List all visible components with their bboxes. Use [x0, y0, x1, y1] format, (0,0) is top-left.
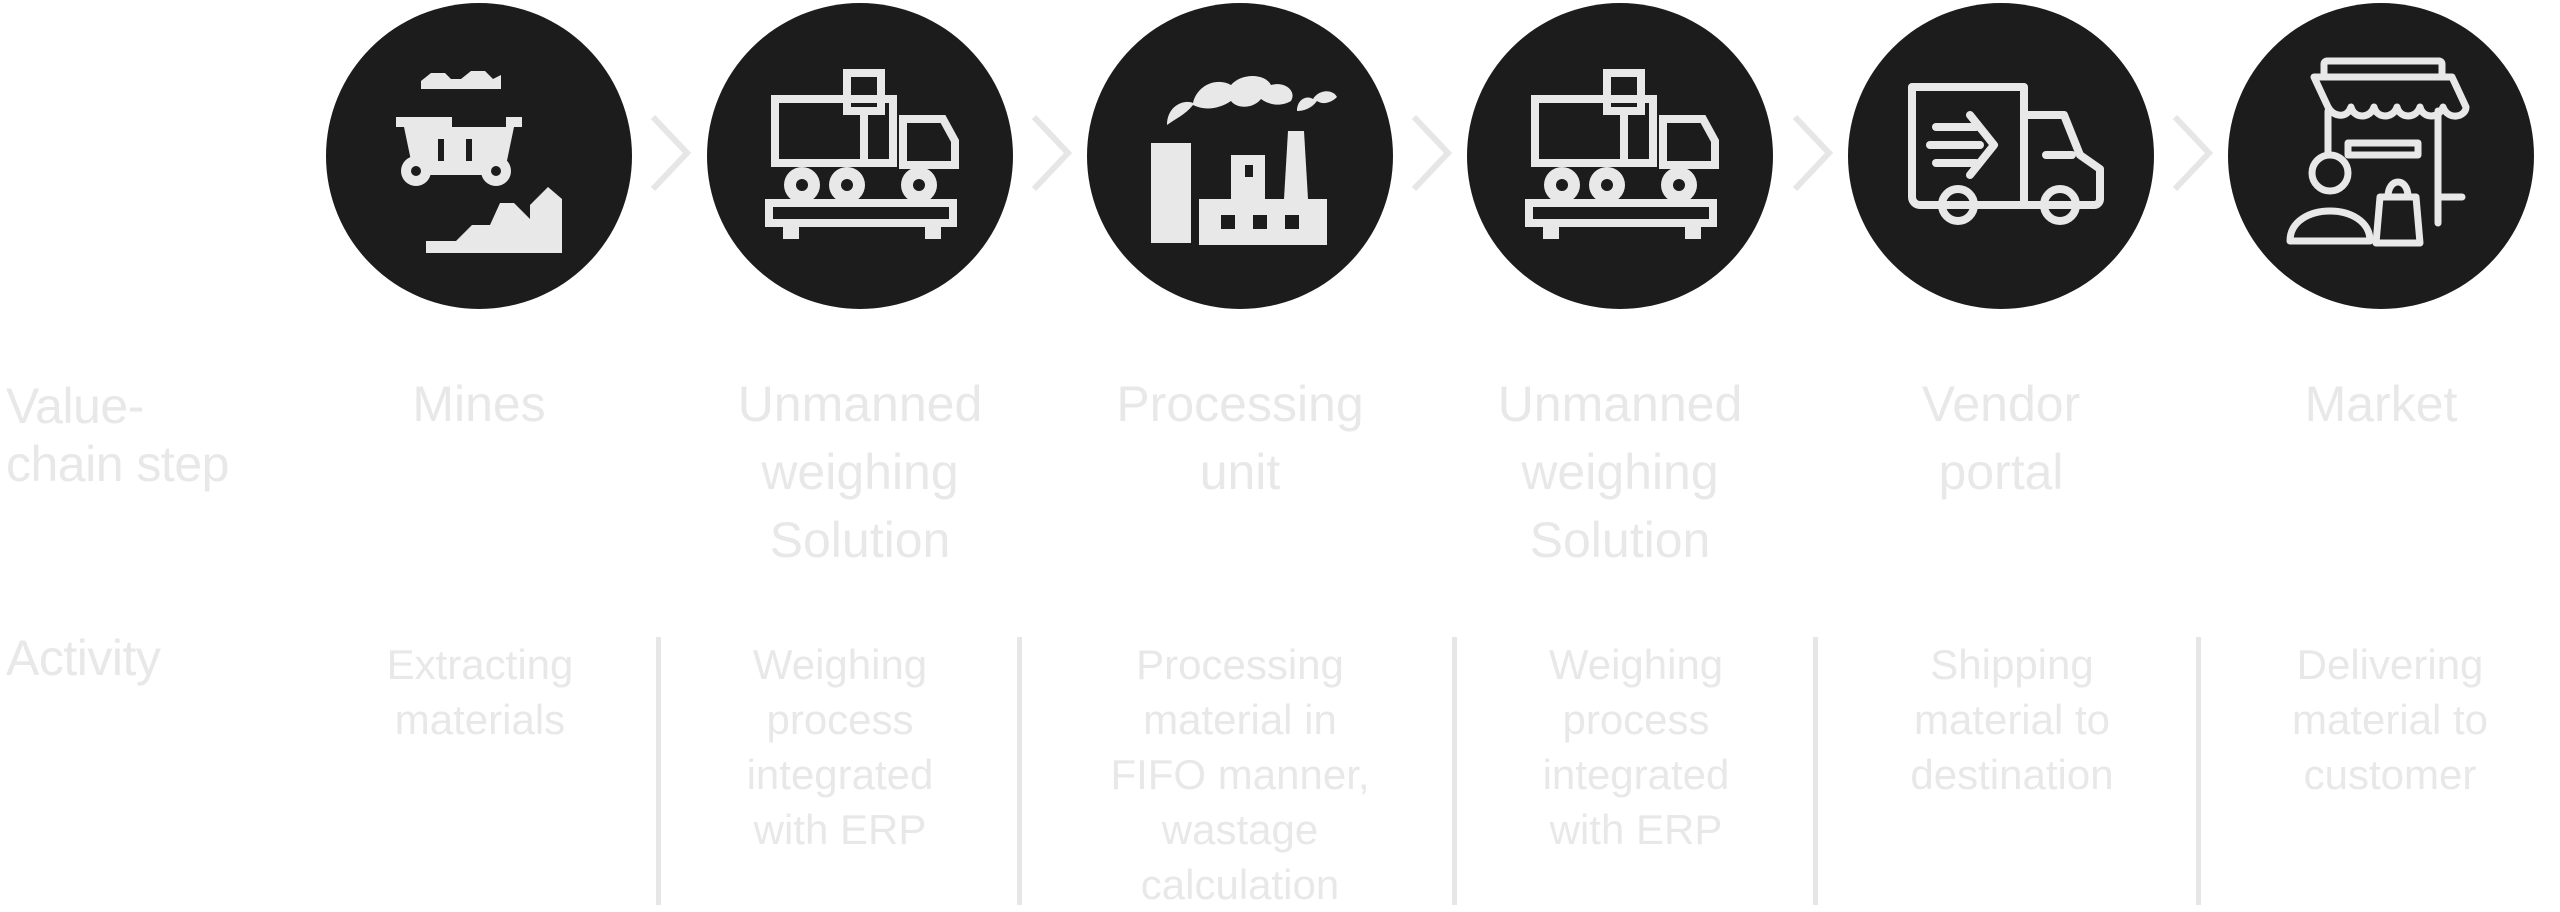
row-label-value-chain-step: Value- chain step [6, 378, 229, 492]
activity-divider [2196, 637, 2201, 905]
step-5-activity: Shipping material to destination [1910, 641, 2114, 798]
factory-icon [1151, 76, 1337, 245]
step-3-name: Processing unit [1116, 376, 1364, 500]
step-3-activity: Processing material in FIFO manner, wast… [1110, 641, 1370, 908]
truck-weighbridge-icon [1525, 69, 1719, 239]
chevron-right-icon [1411, 114, 1453, 192]
activity-divider [1452, 637, 1457, 905]
chevron-right-icon [1031, 114, 1073, 192]
step-4-circle [1467, 3, 1773, 309]
step-6-name: Market [2304, 376, 2458, 432]
mining-cart-icon [396, 71, 562, 253]
market-store-icon [2286, 57, 2470, 247]
activity-divider [656, 637, 661, 905]
step-1-circle [326, 3, 632, 309]
step-3-circle [1087, 3, 1393, 309]
step-4-activity: Weighing process integrated with ERP [1542, 641, 1730, 853]
step-1-name: Mines [412, 376, 546, 432]
activity-divider [1813, 637, 1818, 905]
row-label-activity: Activity [6, 630, 161, 686]
step-4-name: Unmanned weighing Solution [1497, 376, 1743, 568]
chevron-right-icon [650, 114, 692, 192]
step-2-activity: Weighing process integrated with ERP [746, 641, 934, 853]
chevron-right-icon [1792, 114, 1834, 192]
step-5-name: Vendor portal [1921, 376, 2081, 500]
step-6-activity: Delivering material to customer [2291, 641, 2489, 798]
chevron-right-icon [2172, 114, 2214, 192]
truck-weighbridge-icon [765, 69, 959, 239]
step-6-circle [2228, 3, 2534, 309]
step-2-name: Unmanned weighing Solution [737, 376, 983, 568]
step-5-circle [1848, 3, 2154, 309]
delivery-truck-icon [1908, 83, 2104, 225]
activity-divider [1017, 637, 1022, 905]
step-2-circle [707, 3, 1013, 309]
step-1-activity: Extracting materials [386, 641, 574, 743]
